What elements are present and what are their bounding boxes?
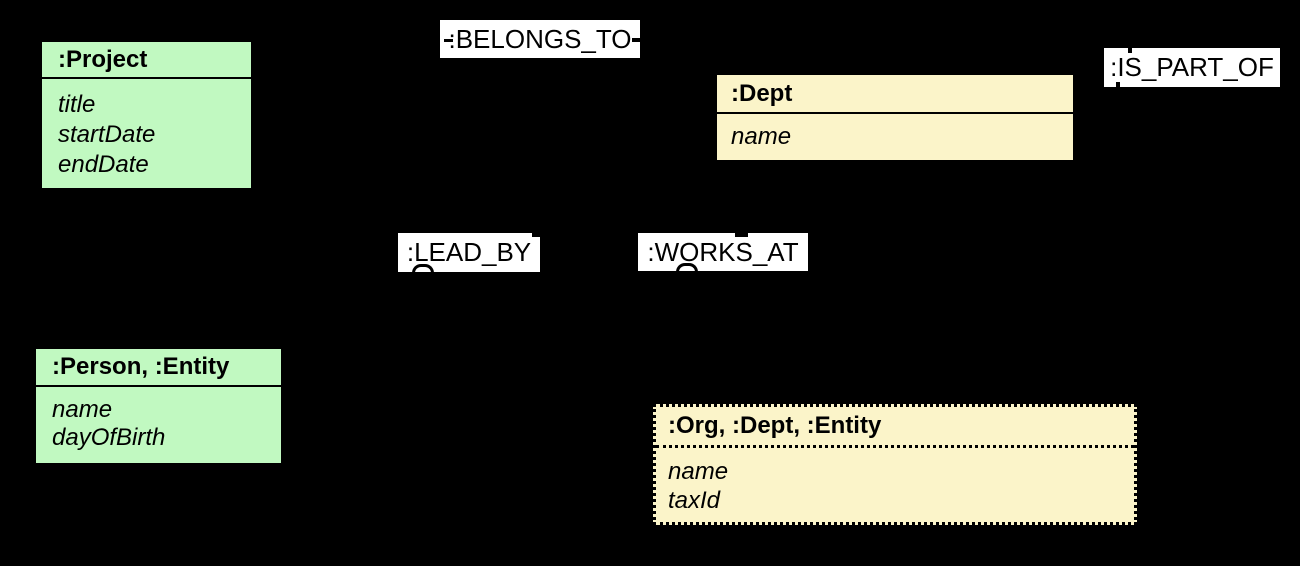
relationship-label-lead-by: :LEAD_BY xyxy=(398,233,540,273)
relationship-label-text: :WORKS_AT xyxy=(647,236,799,267)
arrow-fragment xyxy=(632,38,640,42)
node-person-title: :Person, :Entity xyxy=(52,353,230,380)
node-dept-properties: name xyxy=(717,114,1073,152)
node-project-title: :Project xyxy=(58,45,148,73)
property-name: name xyxy=(52,396,113,423)
relationship-label-belongs-to: :BELONGS_TO xyxy=(440,20,640,58)
node-org: :Org, :Dept, :Entity name taxId xyxy=(653,404,1137,525)
property-enddate: endDate xyxy=(58,151,149,178)
arrow-fragment xyxy=(735,233,748,237)
property-name: name xyxy=(731,123,792,150)
node-project: :Project title startDate endDate xyxy=(40,40,253,190)
arrow-fragment xyxy=(532,233,540,237)
arrow-fragment xyxy=(676,263,698,272)
node-dept-header: :Dept xyxy=(717,75,1073,114)
node-person: :Person, :Entity name dayOfBirth xyxy=(34,347,283,465)
arrow-fragment xyxy=(1116,82,1120,87)
property-name: name xyxy=(668,458,729,485)
node-dept: :Dept name xyxy=(715,73,1075,162)
property-startdate: startDate xyxy=(58,121,156,148)
node-org-title: :Org, :Dept, :Entity xyxy=(668,412,882,439)
node-project-properties: title startDate endDate xyxy=(42,79,251,180)
relationship-label-text: :IS_PART_OF xyxy=(1110,52,1274,82)
property-title: title xyxy=(58,91,96,118)
node-org-header: :Org, :Dept, :Entity xyxy=(656,407,1134,448)
arrow-fragment xyxy=(412,264,434,273)
node-org-properties: name taxId xyxy=(656,448,1134,515)
relationship-label-text: :BELONGS_TO xyxy=(448,23,632,54)
node-project-header: :Project xyxy=(42,42,251,79)
property-dayofbirth: dayOfBirth xyxy=(52,424,166,451)
relationship-label-is-part-of: :IS_PART_OF xyxy=(1104,48,1280,87)
node-person-header: :Person, :Entity xyxy=(36,349,281,387)
node-dept-title: :Dept xyxy=(731,79,793,107)
arrow-fragment xyxy=(444,39,453,42)
relationship-label-works-at: :WORKS_AT xyxy=(638,233,808,272)
node-person-properties: name dayOfBirth xyxy=(36,387,281,452)
property-taxid: taxId xyxy=(668,487,721,514)
relationship-label-text: :LEAD_BY xyxy=(406,237,532,267)
arrow-fragment xyxy=(1128,48,1132,53)
